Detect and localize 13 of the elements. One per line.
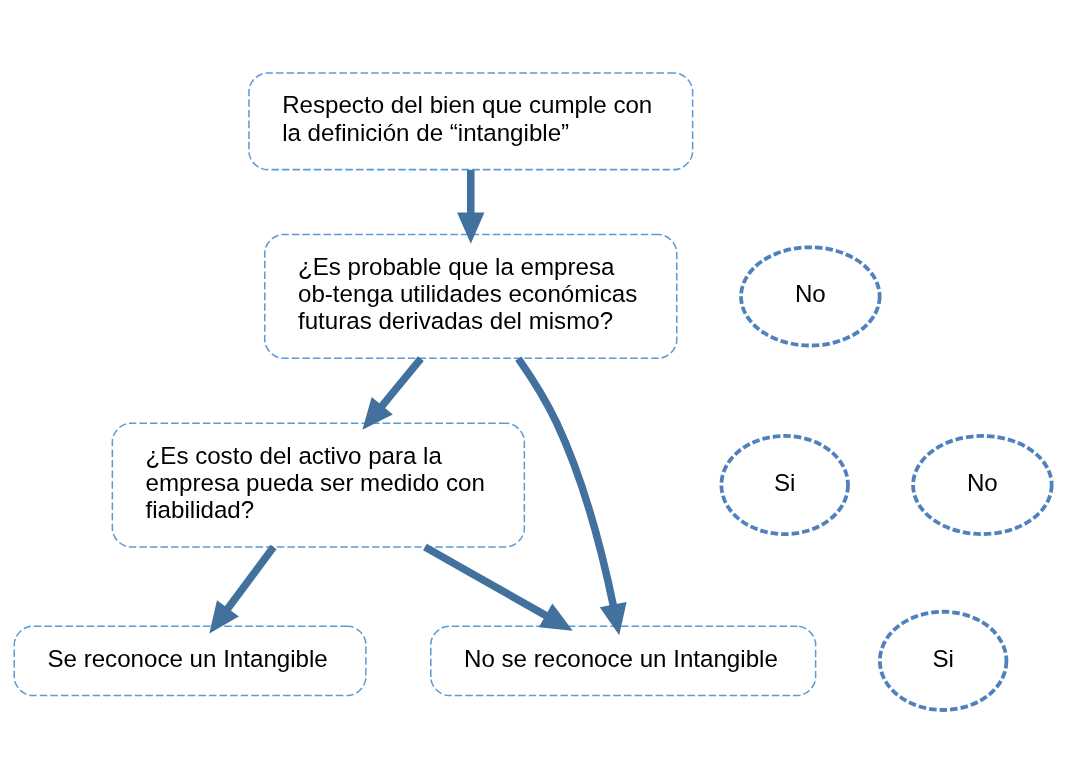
arrow bbox=[423, 543, 573, 631]
node-ellipse: No bbox=[739, 244, 882, 347]
node-box: Respecto del bien que cumple con la definición de “intangible” bbox=[248, 71, 694, 170]
node-box: ¿Es probable que la empresa ob-tenga utilidades económicas futuras derivadas del mismo? bbox=[264, 233, 678, 359]
node-ellipse: No bbox=[911, 433, 1054, 536]
node-box: Se reconoce un Intangible bbox=[13, 624, 367, 696]
arrow bbox=[515, 355, 627, 635]
node-box: ¿Es costo del activo para la empresa pueda ser medido con fiabilidad? bbox=[111, 421, 526, 548]
node-box: No se reconoce un Intangible bbox=[430, 624, 817, 696]
node-ellipse: Si bbox=[877, 609, 1009, 712]
arrow bbox=[209, 544, 277, 633]
arrow bbox=[362, 355, 424, 430]
node-ellipse: Si bbox=[719, 433, 850, 536]
